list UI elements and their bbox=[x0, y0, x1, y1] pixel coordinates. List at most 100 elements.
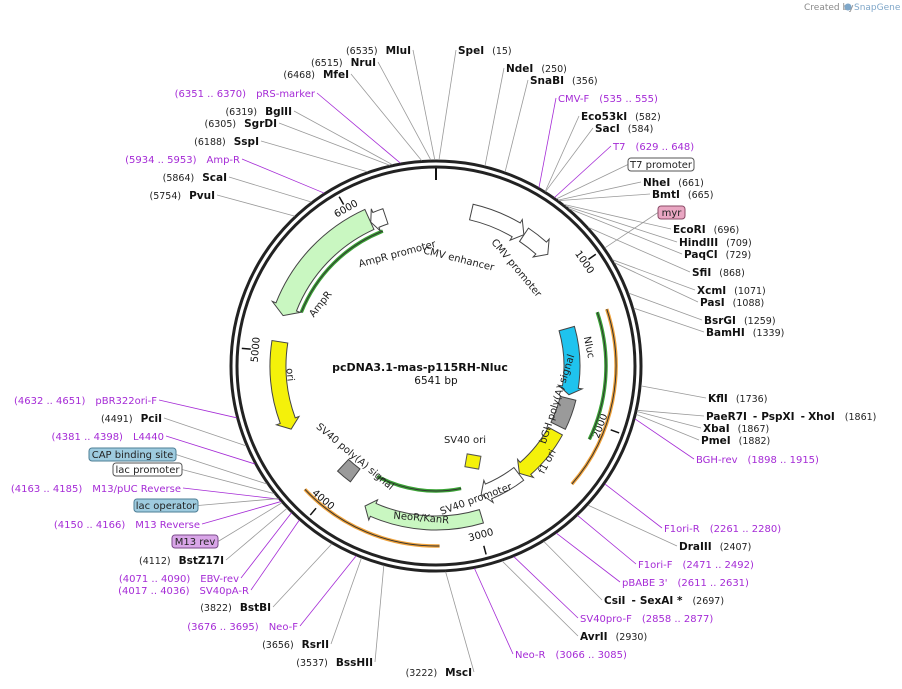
tick-mark bbox=[610, 429, 620, 434]
enzyme-label: XcmI(1071) bbox=[697, 285, 766, 297]
enzyme-name: MfeI bbox=[323, 69, 349, 81]
leader-line bbox=[412, 49, 436, 161]
enzyme-label: NdeI(250) bbox=[506, 63, 567, 75]
enzyme-position: (250) bbox=[541, 64, 567, 75]
enzyme-label: (3537)BssHII bbox=[296, 657, 373, 669]
leader-line bbox=[554, 145, 612, 198]
primer-name: M13 Reverse bbox=[135, 520, 200, 531]
primer-name: SV40pA-R bbox=[200, 586, 249, 597]
primer-label: CMV-F(535 .. 555) bbox=[558, 94, 658, 105]
primer-range: (6351 .. 6370) bbox=[175, 89, 247, 100]
plasmid-length: 6541 bp bbox=[414, 375, 458, 387]
leader-line bbox=[474, 568, 514, 655]
enzyme-label: (4112) BstZ17I bbox=[139, 555, 224, 567]
enzyme-label: PaqCI(729) bbox=[684, 249, 751, 261]
enzyme-name: BstZ17I bbox=[179, 555, 224, 567]
enzyme-label: (5864) ScaI bbox=[163, 172, 227, 184]
feature-label-sv40pa: SV40 poly(A) signal bbox=[314, 421, 396, 492]
enzyme-name: BmtI bbox=[652, 189, 680, 201]
leader-line bbox=[556, 164, 629, 200]
enzyme-name: MluI bbox=[386, 45, 411, 57]
leader-line bbox=[538, 97, 557, 188]
orf-arc-core bbox=[588, 312, 607, 440]
orf-arc bbox=[570, 308, 618, 486]
primer-range: (3676 .. 3695) bbox=[187, 622, 259, 633]
enzyme-position: (584) bbox=[628, 124, 654, 135]
leader-line bbox=[563, 203, 672, 230]
enzyme-position: (4112) bbox=[139, 556, 171, 567]
enzyme-name: SpeI bbox=[458, 45, 484, 57]
primer-label: Neo-R(3066 .. 3085) bbox=[515, 650, 627, 661]
leader-line bbox=[568, 208, 683, 255]
primer-label: SV40pro-F(2858 .. 2877) bbox=[580, 614, 713, 625]
enzyme-label: (6319) BglII bbox=[225, 106, 292, 118]
leader-line bbox=[217, 502, 283, 542]
leader-line bbox=[558, 193, 651, 202]
primer-range: (4017 .. 4036) bbox=[118, 586, 190, 597]
enzyme-position: (5864) bbox=[163, 173, 195, 184]
enzyme-label: (6188)SspI bbox=[194, 136, 259, 148]
primer-label: (5934 .. 5953)Amp-R bbox=[125, 155, 240, 166]
credit-text: Created by bbox=[804, 3, 854, 13]
tick-mark bbox=[338, 196, 345, 205]
primer-range: (4150 .. 4166) bbox=[54, 520, 126, 531]
primer-range: (4632 .. 4651) bbox=[14, 396, 86, 407]
leader-line bbox=[350, 73, 422, 161]
leader-line bbox=[628, 292, 703, 321]
leader-line bbox=[225, 507, 288, 561]
enzyme-position: (1088) bbox=[733, 298, 765, 309]
leader-line bbox=[634, 418, 695, 460]
feature-label-sv40ori: SV40 ori bbox=[444, 435, 486, 446]
primer-name: EBV-rev bbox=[200, 574, 239, 585]
enzyme-label: EcoRI(696) bbox=[673, 224, 739, 236]
feature-bgh bbox=[550, 395, 577, 430]
enzyme-name: XhoI bbox=[808, 411, 835, 423]
enzyme-position: (1867) bbox=[738, 424, 770, 435]
enzyme-name: PasI bbox=[700, 297, 725, 309]
enzyme-label: Eco53kI(582) bbox=[581, 111, 661, 123]
feature-label-nluc: Nluc bbox=[581, 336, 596, 360]
feature-label-neor: NeoR/KanR bbox=[393, 511, 450, 527]
leader-line bbox=[558, 181, 642, 201]
enzyme-label: SacI(584) bbox=[595, 123, 653, 135]
leader-line bbox=[587, 504, 678, 547]
enzyme-name: PspXI bbox=[761, 411, 794, 423]
tick-mark bbox=[241, 347, 251, 350]
primer-range: (2261 .. 2280) bbox=[710, 524, 782, 535]
enzyme-position: (1736) bbox=[736, 394, 768, 405]
enzyme-name: ScaI bbox=[202, 172, 227, 184]
feature-sv40prom bbox=[480, 466, 525, 504]
leader-line bbox=[201, 501, 282, 525]
enzyme-name: NheI bbox=[643, 177, 670, 189]
enzyme-label: SnaBI(356) bbox=[530, 75, 598, 87]
tick-mark bbox=[309, 507, 317, 516]
feature-arrows bbox=[269, 203, 584, 531]
orf-arc-core bbox=[300, 230, 383, 313]
separator: - bbox=[631, 595, 635, 607]
enzyme-name: MscI bbox=[445, 667, 472, 679]
enzyme-position: (709) bbox=[726, 238, 752, 249]
tick-mark bbox=[483, 545, 487, 555]
primer-name: pBR322ori-F bbox=[95, 396, 157, 407]
feature-box-label: lac operator bbox=[136, 501, 197, 512]
enzyme-label: SpeI(15) bbox=[458, 45, 512, 57]
enzyme-position: (6319) bbox=[225, 107, 257, 118]
leader-line bbox=[182, 487, 279, 500]
enzyme-name: SspI bbox=[234, 136, 259, 148]
leader-line bbox=[604, 483, 663, 529]
leader-line bbox=[240, 512, 292, 579]
enzyme-position: (661) bbox=[678, 178, 704, 189]
primer-range: (4381 .. 4398) bbox=[52, 432, 124, 443]
feature-box-label: M13 rev bbox=[175, 537, 216, 548]
enzyme-name: BglII bbox=[265, 106, 292, 118]
feature-box bbox=[657, 205, 686, 220]
primer-label: (3676 .. 3695)Neo-F bbox=[187, 622, 298, 633]
sv40-ori-box bbox=[464, 453, 482, 470]
enzyme-name: AvrII bbox=[580, 631, 608, 643]
enzyme-label: (3656)RsrII bbox=[262, 639, 329, 651]
enzyme-position: (6535) bbox=[346, 46, 378, 57]
enzyme-name: EcoRI bbox=[673, 224, 706, 236]
enzyme-label: (6305)SgrDI bbox=[205, 118, 277, 130]
enzyme-position: (1861) bbox=[845, 412, 877, 423]
leader-line bbox=[588, 227, 691, 273]
